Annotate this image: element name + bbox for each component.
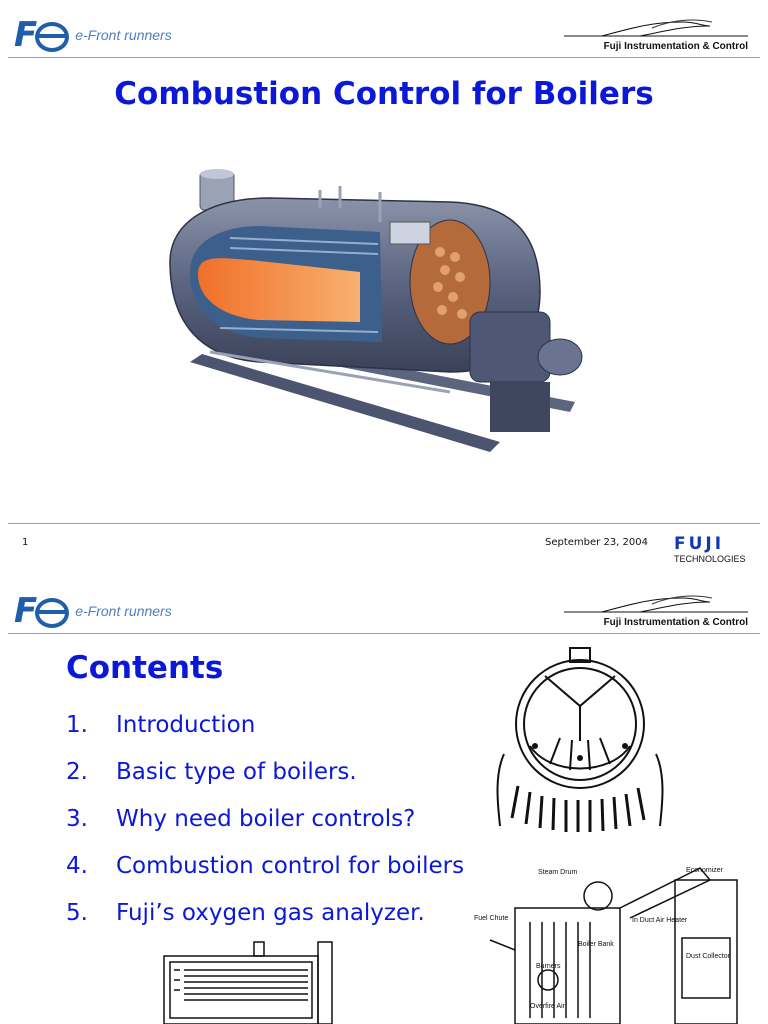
item-label: Fuji’s oxygen gas analyzer. [116,900,425,926]
fuji-ic-brand: Fuji Instrumentation & Control [562,18,748,52]
label-economizer: Economizer [686,867,724,874]
header-rule [8,633,760,634]
item-label: Combustion control for boilers [116,853,465,879]
company-name: Fuji Instrumentation & Control [603,617,748,628]
list-item: 5. Fuji’s oxygen gas analyzer. [66,900,466,947]
slide-title: Combustion Control for Boilers [114,76,654,112]
swoosh-icon [564,19,748,37]
fuji-technologies-logo: FUJI TECHNOLOGIES [674,534,746,565]
header-rule [8,57,760,58]
boiler-illustration [169,169,583,452]
drum-cross-section-diagram [496,647,664,832]
fuji-logo-sub: TECHNOLOGIES [674,554,746,564]
label-dust-collector: Dust Collector [686,953,731,960]
contents-list: 1.Introduction 2.Basic type of boilers. … [66,712,466,947]
tagline: e-Front runners [75,603,172,619]
company-name: Fuji Instrumentation & Control [603,41,748,52]
item-number: 1. [66,712,88,738]
contents-heading: Contents [66,650,224,686]
label-boiler-bank: Boiler Bank [578,941,614,948]
fe-logo: F e-Front runners [14,594,172,628]
fe-logo-icon: F [14,594,70,628]
list-item: 1. Introduction [66,712,466,759]
footer-date: September 23, 2004 [545,537,648,548]
item-number: 2. [66,759,88,785]
label-in-duct-air-heater: In Duct Air Heater [632,917,688,924]
item-number: 4. [66,853,88,879]
item-number: 5. [66,900,88,926]
fuji-logo-word: FUJI [674,534,725,554]
list-item: 4. Combustion control for boilers [66,853,466,900]
fuji-ic-brand: Fuji Instrumentation & Control [562,594,748,628]
swoosh-icon [564,595,748,613]
fire-tube-boiler-diagram [163,941,333,1024]
footer-rule [8,523,760,524]
fe-logo: F e-Front runners [14,18,172,52]
item-label: Basic type of boilers. [116,759,357,785]
tagline: e-Front runners [75,27,172,43]
label-burners: Burners [536,963,561,970]
boiler-plant-diagram: Steam Drum Economizer Fuel Chute In Duct… [474,867,738,1024]
fe-logo-icon: F [14,18,70,52]
item-label: Why need boiler controls? [116,806,416,832]
slide-1: F e-Front runners Fuji Instrumentation &… [8,18,760,565]
item-number: 3. [66,806,88,832]
list-item: 2. Basic type of boilers. [66,759,466,806]
label-fuel-chute: Fuel Chute [474,915,508,922]
page-number: 1 [22,537,29,548]
item-label: Introduction [116,712,256,738]
list-item: 3. Why need boiler controls? [66,806,466,853]
label-overfire-air: Overfire Air [530,1003,566,1010]
label-steam-drum: Steam Drum [538,869,577,876]
slide-2: F e-Front runners Fuji Instrumentation &… [0,576,768,1024]
